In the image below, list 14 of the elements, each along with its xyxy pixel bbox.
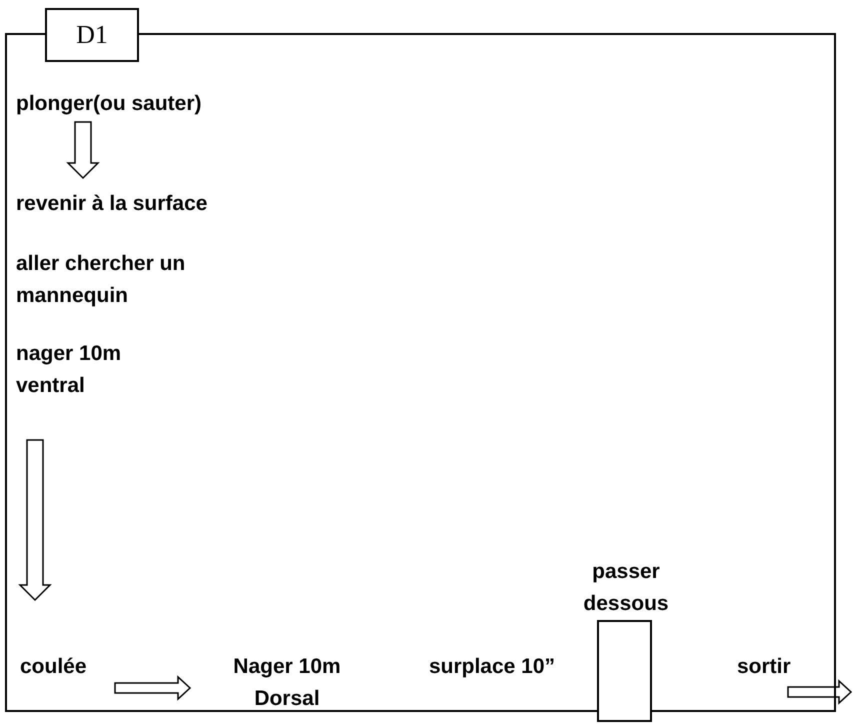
step-label: aller chercher un mannequin: [16, 248, 216, 310]
title-tag: D1: [45, 8, 139, 62]
hollow-arrow: [787, 679, 852, 705]
hollow-arrow: [114, 675, 192, 701]
step-label: sortir: [737, 651, 827, 679]
step-label: plonger(ou sauter): [16, 88, 256, 116]
step-label: revenir à la surface: [16, 188, 316, 216]
obstacle-caption: passer dessous: [582, 559, 670, 617]
hollow-arrow: [18, 439, 52, 602]
hollow-arrow: [66, 121, 100, 180]
step-label: surplace 10”: [427, 651, 557, 713]
step-label: nager 10m ventral: [16, 338, 166, 400]
step-label: coulée: [20, 651, 130, 679]
step-label: Nager 10m Dorsal: [202, 651, 372, 713]
